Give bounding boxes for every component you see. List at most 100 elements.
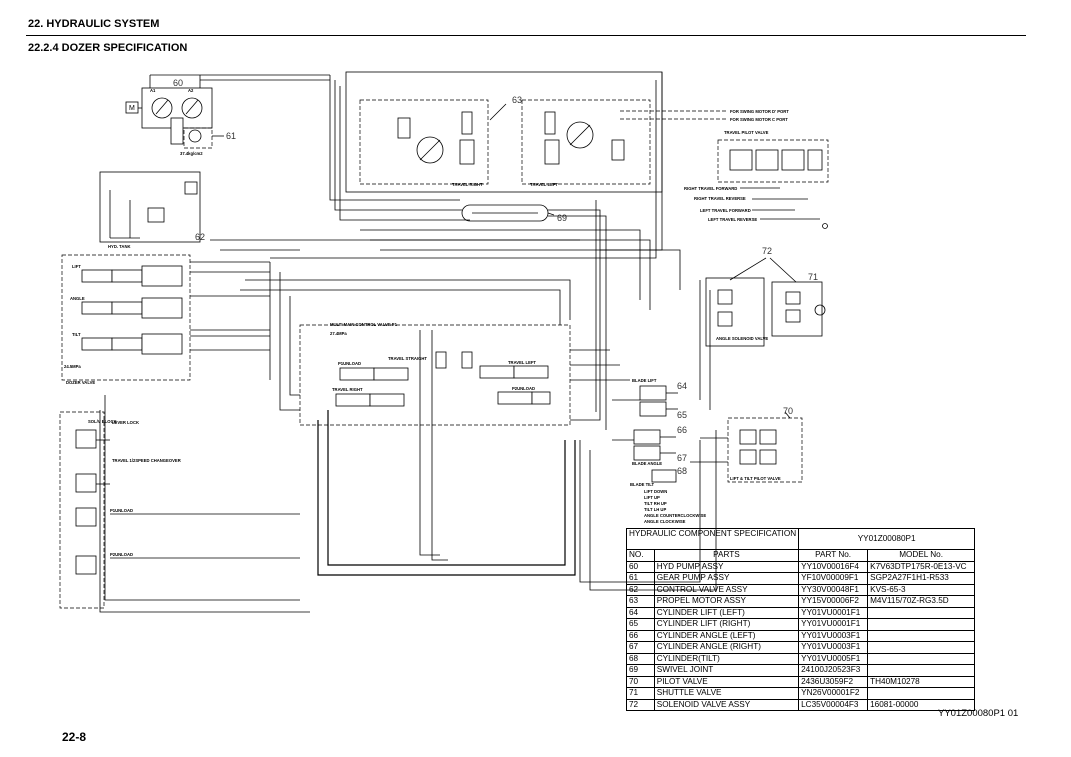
page-number: 22-8 (62, 730, 87, 744)
hyd-tank-block: HYD. TANK (99, 171, 201, 249)
callout-69: 69 (557, 213, 567, 223)
left-rev-label: LEFT TRAVEL REVERSE (708, 217, 757, 222)
table-cell (867, 606, 976, 619)
callout-70: 70 (783, 406, 793, 416)
table-cell: SWIVEL JOINT (653, 664, 800, 677)
table-cell (867, 641, 976, 654)
table-cell: PILOT VALVE (653, 675, 800, 688)
hyd-pump-assy: M A1 A2 (125, 74, 330, 145)
callout-65: 65 (677, 410, 687, 420)
hyd-tank-label: HYD. TANK (108, 244, 131, 249)
multi-main-label: MULTI MAIN CONTROL VALVE P1 (330, 322, 398, 327)
table-cell: 66 (626, 629, 655, 642)
table-cell: 62 (626, 583, 655, 596)
table-cell: YY15V00006F2 (798, 595, 869, 608)
port-label: LIFT UP (644, 495, 660, 500)
callout-72: 72 (762, 246, 772, 256)
table-cell: TH40M10278 (867, 675, 976, 688)
table-cell: SGP2A27F1H1-R533 (867, 572, 976, 585)
dozer-valve-label: DOZER VALVE (66, 380, 95, 385)
section-title: 22. HYDRAULIC SYSTEM (28, 18, 160, 30)
parts-table-spec-no: YY01Z00080P1 (798, 528, 976, 550)
p1-unload-label: P1UNLOAD (338, 361, 361, 366)
table-cell: K7V63DTP175R-0E13-VC (867, 560, 976, 573)
table-cell: 70 (626, 675, 655, 688)
table-cell: 71 (626, 687, 655, 700)
column-header: MODEL No. (867, 549, 976, 562)
table-cell (867, 652, 976, 665)
angle-label: ANGLE (70, 296, 85, 301)
table-cell: KVS-65-3 (867, 583, 976, 596)
for-swing-d-label: FOR SWING MOTOR D' PORT (730, 109, 789, 114)
column-header: NO. (626, 549, 655, 562)
table-cell: YY01VU0003F1 (798, 641, 869, 654)
port-label: TILT RH UP (644, 501, 667, 506)
table-cell (867, 629, 976, 642)
table-cell: 69 (626, 664, 655, 677)
header-rule (26, 35, 1026, 36)
propel-motor-assy: TRAVEL RIGHT TRAVEL LEFT (345, 71, 663, 193)
table-cell: 2436U3059F2 (798, 675, 869, 688)
column-header: PARTS (653, 549, 800, 562)
lift-label: LIFT (72, 264, 81, 269)
blade-lift-label: BLADE LIFT (632, 378, 657, 383)
travel-right-spool-label: TRAVEL RIGHT (332, 387, 363, 392)
port-labels: LIFT DOWN LIFT UP TILT RH UP TILT LH UP … (644, 489, 706, 524)
table-cell: 72 (626, 698, 655, 711)
table-cell: YF10V00009F1 (798, 572, 869, 585)
table-cell: 67 (626, 641, 655, 654)
lift-tilt-pilot-label: LIFT & TILT PILOT VALVE (730, 476, 781, 481)
table-cell: YN26V00001F2 (798, 687, 869, 700)
solenoid-valve-assy: ANGLE SOLENOID VALVE (705, 257, 826, 347)
table-cell: CYLINDER(TILT) (653, 652, 800, 665)
sol-v-block-label: SOL/V BLOCK (88, 419, 117, 424)
table-cell: 24100J20523F3 (798, 664, 869, 677)
column-header: PART No. (798, 549, 869, 562)
svg-text:37.4kg/cm2: 37.4kg/cm2 (180, 151, 203, 156)
port-label: ANGLE COUNTERCLOCKWISE (644, 513, 706, 518)
port-label: ANGLE CLOCKWISE (644, 519, 686, 524)
pressure-label-b: 27.4MPa (330, 331, 347, 336)
callout-62: 62 (195, 232, 205, 242)
table-cell: PROPEL MOTOR ASSY (653, 595, 800, 608)
table-cell: YY10V00016F4 (798, 560, 869, 573)
table-cell: SOLENOID VALVE ASSY (653, 698, 800, 711)
port-label: TILT LH UP (644, 507, 666, 512)
travel-left-spool-label: TRAVEL LEFT (508, 360, 536, 365)
table-cell: GEAR PUMP ASSY (653, 572, 800, 585)
svg-text:M: M (129, 105, 135, 112)
tilt-label: TILT (72, 332, 81, 337)
callout-67: 67 (677, 453, 687, 463)
right-rev-label: RIGHT TRAVEL REVERSE (694, 196, 746, 201)
travel-pilot-valve: FOR SWING MOTOR D' PORT FOR SWING MOTOR … (620, 109, 829, 229)
callout-64: 64 (677, 381, 687, 391)
table-cell: CYLINDER ANGLE (LEFT) (653, 629, 800, 642)
table-cell: YY01VU0001F1 (798, 618, 869, 631)
left-fwd-label: LEFT TRAVEL FORWARD (700, 208, 751, 213)
callout-66: 66 (677, 425, 687, 435)
sol-v-block: SOL/V BLOCK LEVER LOCK TRAVEL 1/2SPEED C… (59, 411, 300, 609)
for-swing-c-label: FOR SWING MOTOR C PORT (730, 117, 788, 122)
table-cell: YY01VU0005F1 (798, 652, 869, 665)
blade-angle-label: BLADE ANGLE (632, 461, 662, 466)
svg-text:A2: A2 (188, 88, 194, 93)
callout-63: 63 (512, 95, 522, 105)
blade-cylinders: BLADE LIFT BLADE ANGLE BLADE TILT (612, 378, 678, 487)
table-cell: CONTROL VALVE ASSY (653, 583, 800, 596)
table-cell: 65 (626, 618, 655, 631)
table-cell (867, 618, 976, 631)
table-cell (867, 687, 976, 700)
callout-61: 61 (226, 131, 236, 141)
table-cell: 16081-00000 (867, 698, 976, 711)
dozer-control-valve: LIFT ANGLE TILT DOZER VALVE 24.5MPa (61, 254, 270, 385)
travel-pilot-label: TRAVEL PILOT VALVE (724, 130, 769, 135)
travel-speed-label: TRAVEL 1/2SPEED CHANGEOVER (112, 458, 181, 463)
table-cell: CYLINDER ANGLE (RIGHT) (653, 641, 800, 654)
svg-text:A1: A1 (150, 88, 156, 93)
travel-straight-label: TRAVEL STRAIGHT (388, 356, 427, 361)
